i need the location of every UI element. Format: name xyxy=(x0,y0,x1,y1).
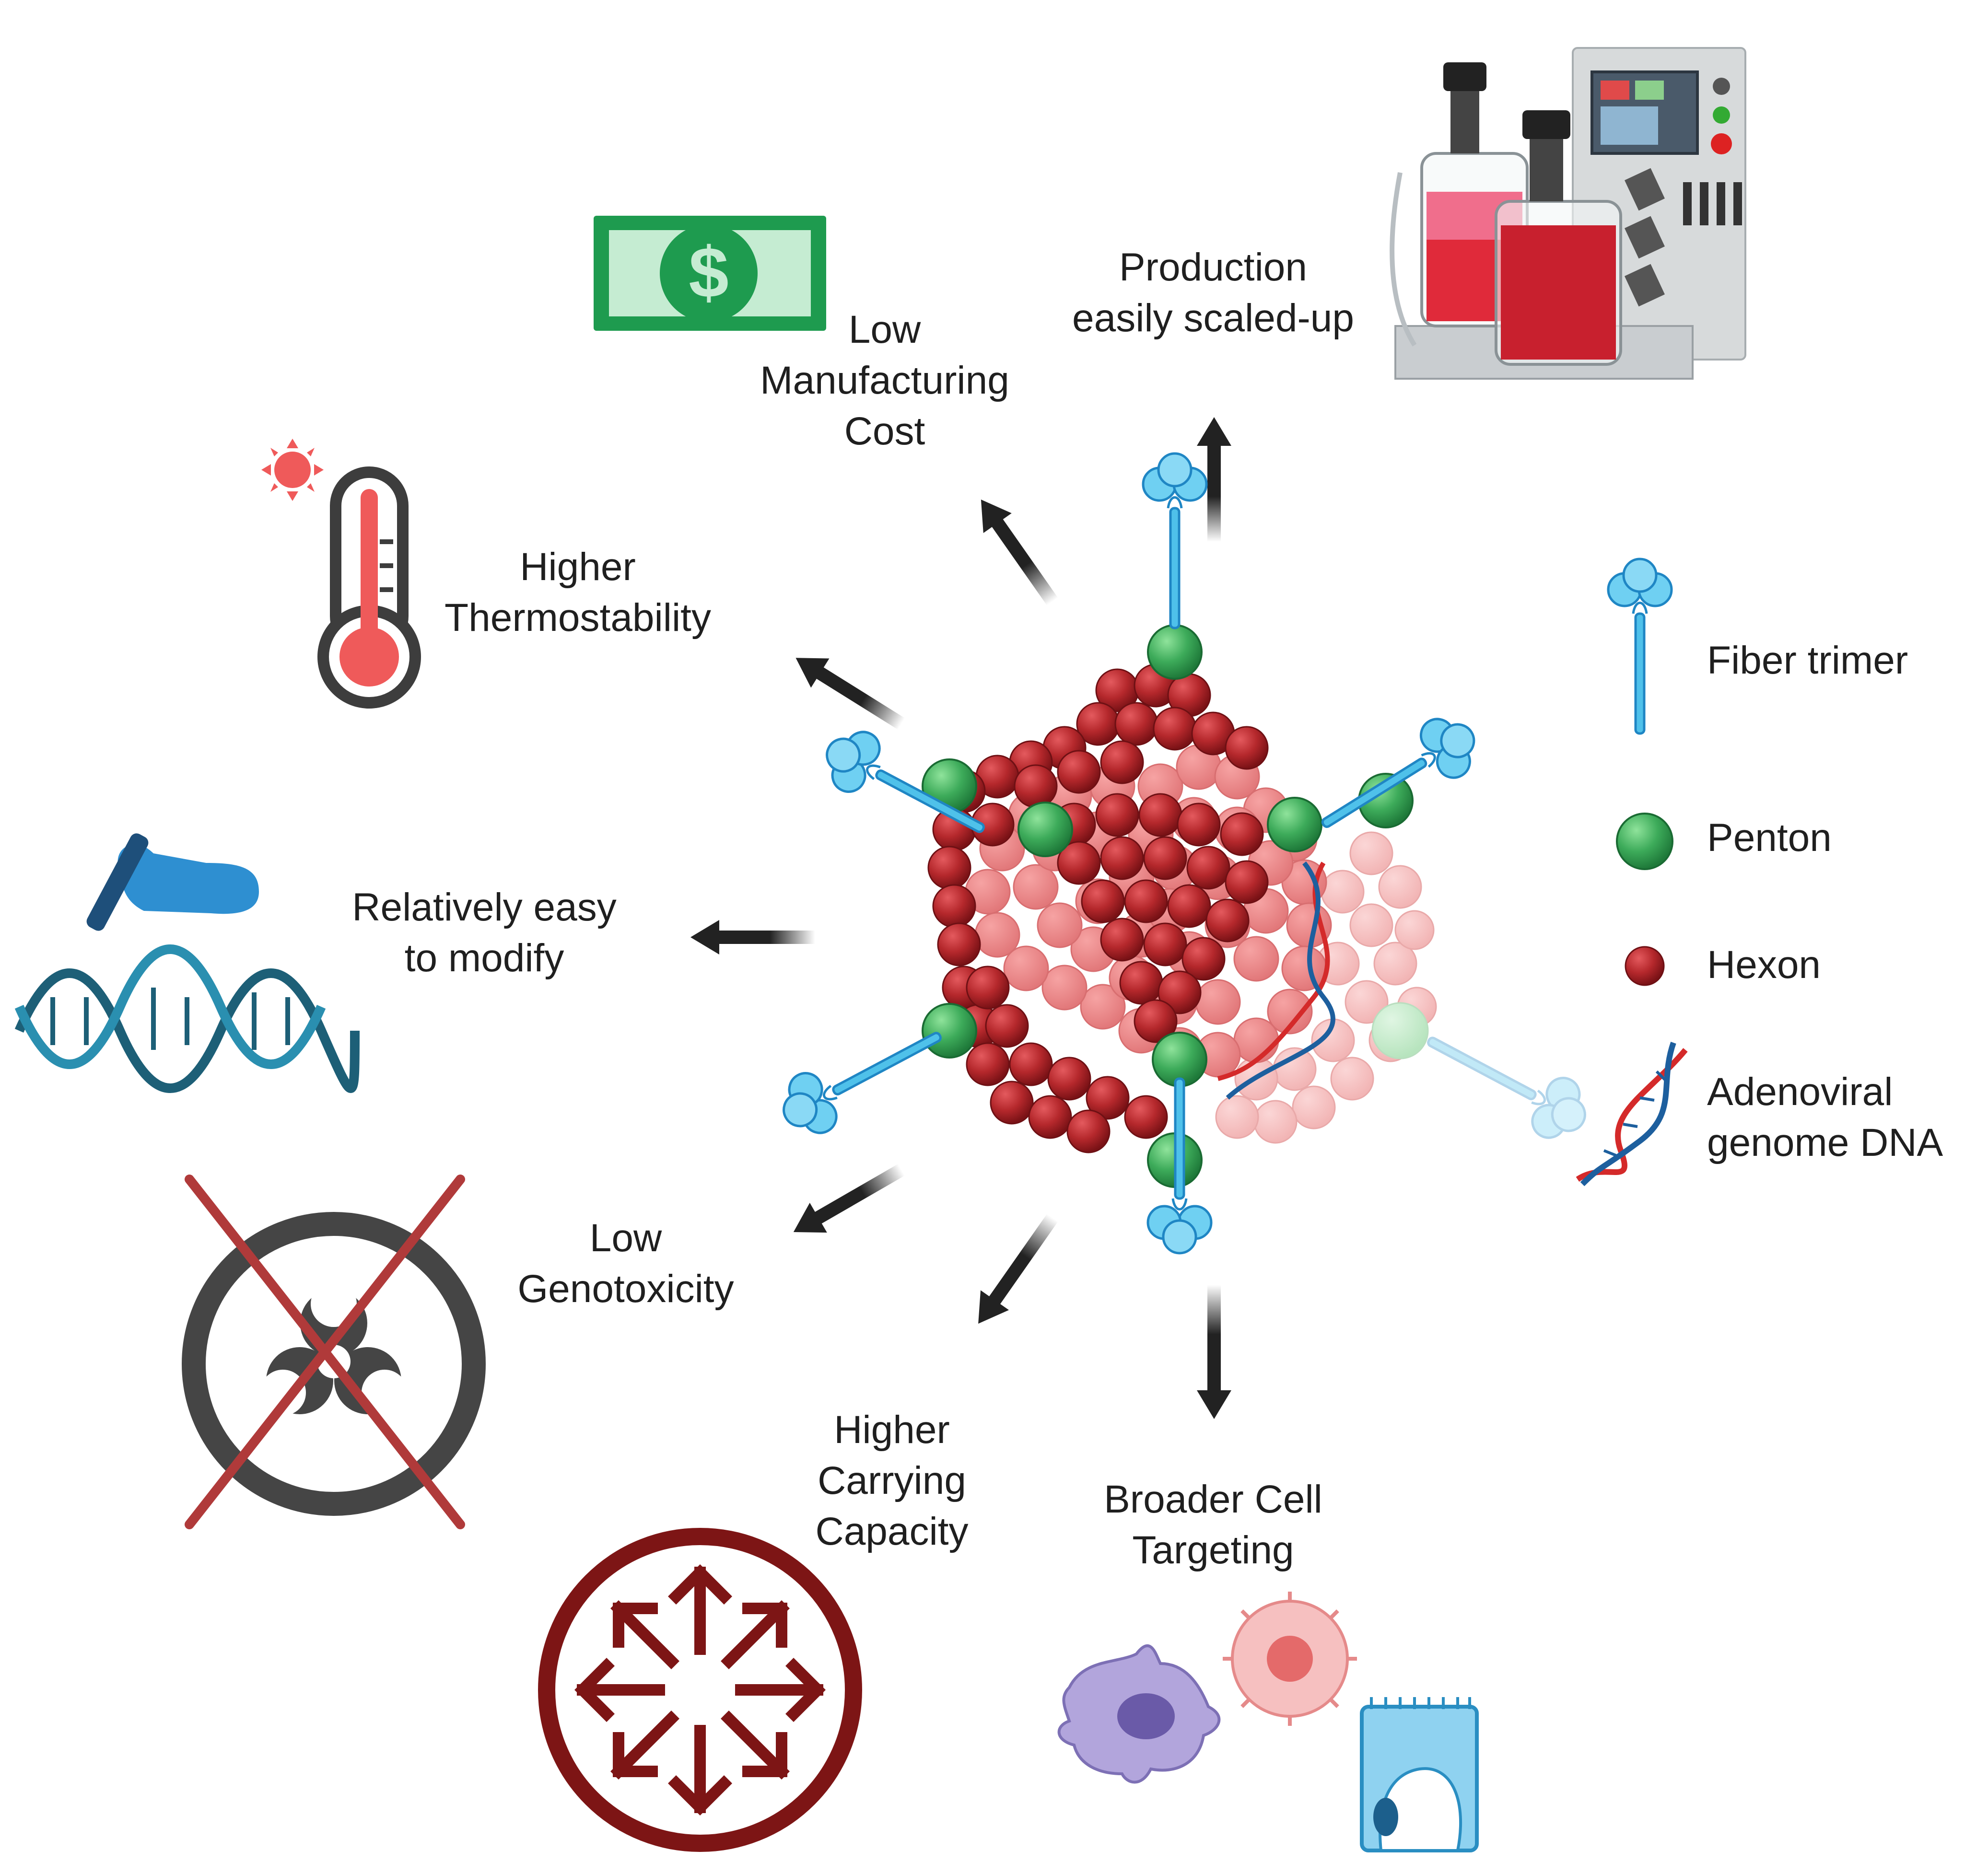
dna-edit-icon xyxy=(14,833,360,1093)
label-targeting: Broader Cell Targeting xyxy=(1104,1478,1322,1572)
legend-dna-icon xyxy=(1576,1042,1688,1187)
capacity-expand-icon xyxy=(538,1528,862,1852)
label-production: Production easily scaled-up xyxy=(1072,245,1354,340)
pentons xyxy=(922,624,1414,1188)
label-capacity: Higher Carrying Capacity xyxy=(815,1408,969,1553)
legend-penton-icon xyxy=(1616,813,1673,870)
label-genotoxicity: Low Genotoxicity xyxy=(517,1216,734,1311)
legend-hexon-icon xyxy=(1625,946,1665,986)
sun-icon xyxy=(261,439,324,501)
legend xyxy=(1576,559,1688,1187)
faded-penton xyxy=(1371,1002,1429,1059)
legend-hexon-label: Hexon xyxy=(1707,943,1821,987)
bioreactor-icon xyxy=(1390,47,1746,380)
label-thermostability: Higher Thermostability xyxy=(444,545,711,640)
genome-dna xyxy=(1217,861,1335,1100)
legend-penton-label: Penton xyxy=(1707,816,1832,860)
legend-fiber-label: Fiber trimer xyxy=(1707,639,1908,682)
label-modify: Relatively easy to modify xyxy=(352,885,617,980)
faded-hexons xyxy=(1215,831,1437,1144)
biohazard-crossed-icon xyxy=(182,1175,486,1529)
legend-fiber-icon xyxy=(1608,559,1672,733)
cells-icon xyxy=(1057,1592,1479,1852)
thermometer-icon xyxy=(261,439,421,709)
dendritic-cell-icon xyxy=(1057,1644,1221,1784)
epithelial-cell-icon xyxy=(1360,1697,1479,1852)
adenovirus-particle xyxy=(771,454,1598,1253)
legend-dna-label: Adenoviral genome DNA xyxy=(1707,1070,1943,1164)
benefit-arrows xyxy=(690,417,1231,1419)
money-icon: $ xyxy=(594,216,826,331)
label-cost: Low Manufacturing Cost xyxy=(760,308,1009,453)
dollar-sign-icon: $ xyxy=(689,232,728,313)
dark-hexons xyxy=(927,663,1269,1153)
spiky-cell-icon xyxy=(1223,1592,1357,1726)
